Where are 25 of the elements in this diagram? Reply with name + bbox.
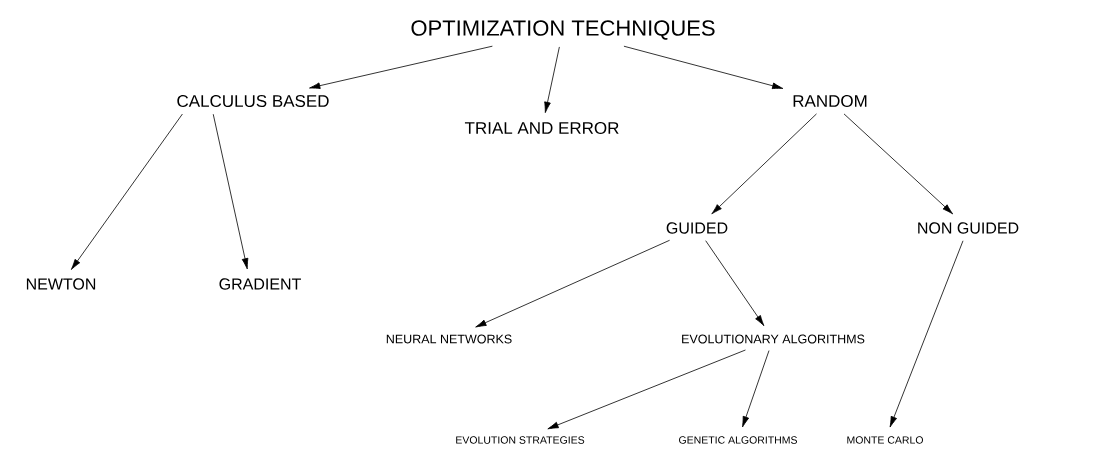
category-label: EVOLUTIONARY ALGORITHMS — [682, 334, 865, 344]
arrow — [544, 46, 560, 113]
arrow — [711, 113, 817, 215]
arrow — [212, 113, 249, 270]
arrow — [843, 113, 954, 215]
arrow — [705, 240, 765, 327]
category-label: RANDOM — [793, 95, 867, 107]
category-label: NON GUIDED — [918, 222, 1019, 234]
arrow — [889, 240, 964, 428]
arrow — [309, 45, 493, 89]
category-label: NEWTON — [26, 278, 96, 290]
arrow — [623, 45, 784, 90]
category-label: EVOLUTION STRATEGIES — [456, 436, 585, 444]
arrow — [475, 239, 670, 328]
category-label: TRIAL AND ERROR — [464, 122, 619, 134]
category-label: CALCULUS BASED — [177, 95, 329, 107]
category-label: GENETIC ALGORITHMS — [679, 436, 798, 444]
category-label: NEURAL NETWORKS — [386, 334, 512, 344]
category-label: GRADIENT — [219, 278, 301, 290]
arrow — [547, 349, 746, 430]
arrow — [70, 113, 183, 270]
category-label: GUIDED — [666, 222, 728, 234]
category-label: MONTE CARLO — [847, 436, 923, 444]
category-label: OPTIMIZATION TECHNIQUES — [411, 20, 715, 40]
arrow — [742, 350, 770, 428]
